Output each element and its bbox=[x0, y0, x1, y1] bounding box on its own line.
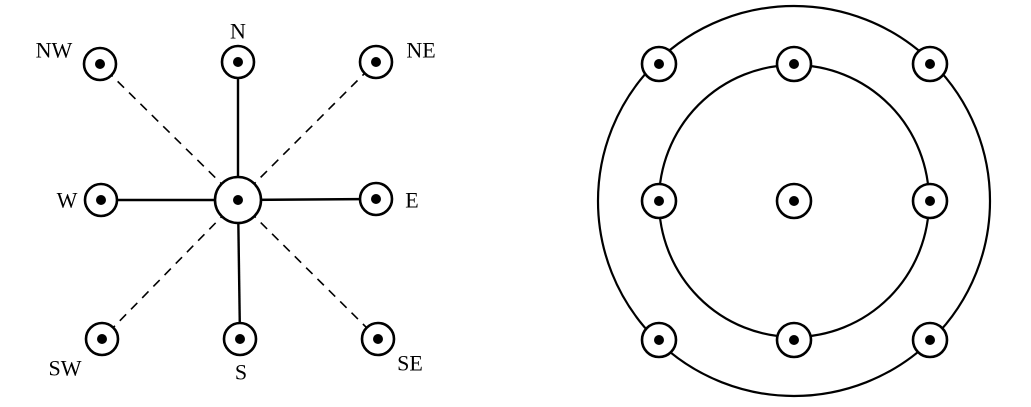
label-s: S bbox=[235, 360, 247, 385]
node-dot bbox=[95, 59, 105, 69]
ring-node-1 bbox=[775, 45, 813, 83]
ring-node-4 bbox=[775, 182, 813, 220]
node-n bbox=[220, 44, 256, 80]
ring-node-7 bbox=[775, 321, 813, 359]
ring-node-2 bbox=[911, 45, 949, 83]
node-s bbox=[222, 321, 258, 357]
node-se bbox=[360, 321, 396, 357]
node-dot bbox=[96, 195, 106, 205]
label-se: SE bbox=[397, 351, 423, 376]
outer-ring bbox=[596, 4, 992, 398]
label-n: N bbox=[230, 19, 246, 44]
ring-node-0 bbox=[640, 45, 678, 83]
node-dot bbox=[654, 196, 664, 206]
node-dot bbox=[371, 57, 381, 67]
node-w bbox=[83, 182, 119, 218]
node-dot bbox=[789, 59, 799, 69]
node-dot bbox=[789, 196, 799, 206]
node-dot bbox=[654, 59, 664, 69]
label-w: W bbox=[57, 188, 78, 213]
node-dot bbox=[97, 334, 107, 344]
star-layout-diagram: N NE E SE S SW W NW bbox=[36, 19, 436, 385]
node-dot bbox=[233, 195, 243, 205]
label-nw: NW bbox=[36, 38, 73, 63]
link-ne bbox=[237, 61, 377, 201]
ring-layout-diagram bbox=[596, 4, 992, 398]
node-center bbox=[213, 175, 263, 225]
node-dot bbox=[235, 334, 245, 344]
link-se bbox=[237, 199, 379, 340]
node-dot bbox=[925, 335, 935, 345]
label-e: E bbox=[405, 188, 418, 213]
node-e bbox=[358, 181, 394, 217]
node-dot bbox=[925, 196, 935, 206]
label-sw: SW bbox=[49, 356, 82, 381]
label-ne: NE bbox=[406, 38, 435, 63]
node-dot bbox=[233, 57, 243, 67]
node-ne bbox=[358, 44, 394, 80]
ring-node-5 bbox=[911, 182, 949, 220]
link-nw bbox=[99, 63, 239, 201]
ring-node-8 bbox=[911, 321, 949, 359]
node-dot bbox=[789, 335, 799, 345]
node-dot bbox=[925, 59, 935, 69]
ring-node-6 bbox=[640, 321, 678, 359]
link-sw bbox=[101, 199, 239, 340]
node-dot bbox=[373, 334, 383, 344]
node-dot bbox=[371, 194, 381, 204]
node-sw bbox=[84, 321, 120, 357]
node-nw bbox=[82, 46, 118, 82]
node-dot bbox=[654, 335, 664, 345]
ring-node-3 bbox=[640, 182, 678, 220]
